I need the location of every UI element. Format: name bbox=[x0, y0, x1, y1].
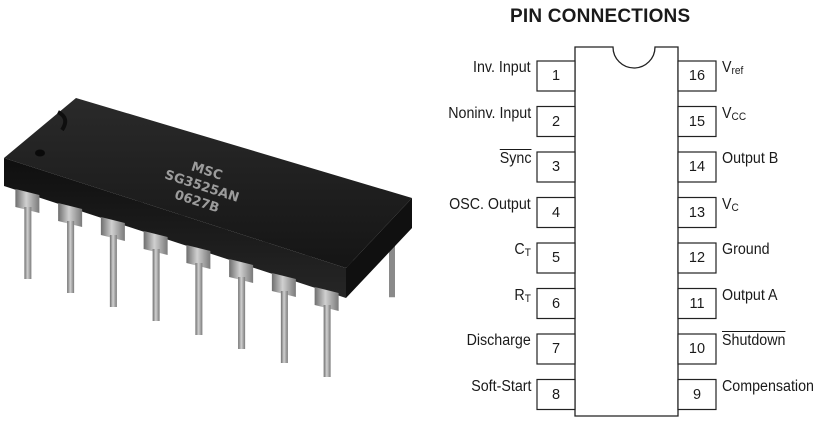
pin-box-12 bbox=[677, 242, 717, 274]
pin-box-10 bbox=[677, 333, 717, 365]
pin-number-4: 4 bbox=[551, 204, 561, 221]
pin-number-7: 7 bbox=[551, 341, 561, 357]
pin-box-11 bbox=[677, 287, 717, 320]
chip-front-pin bbox=[186, 245, 211, 335]
chip-front-pin bbox=[143, 231, 168, 321]
pin-box-5 bbox=[536, 242, 576, 274]
pin-label-12: Ground bbox=[722, 241, 770, 258]
pin-label-3: Sync bbox=[499, 150, 531, 167]
chip-front-pin bbox=[229, 259, 254, 349]
pin-box-14 bbox=[677, 151, 717, 183]
pin1-dot bbox=[35, 149, 45, 157]
chip-front-pin bbox=[314, 287, 339, 377]
pin-number-15: 15 bbox=[688, 113, 706, 130]
pin-box-6 bbox=[536, 287, 576, 320]
pin-box-8 bbox=[536, 378, 576, 411]
pin-label-2: Noninv. Input bbox=[448, 104, 531, 122]
chip-back-pin bbox=[389, 239, 395, 298]
pin-box-13 bbox=[677, 196, 717, 229]
pin-label-7: Discharge bbox=[466, 332, 531, 349]
pin-label-10: Shutdown bbox=[722, 332, 786, 349]
chip-front-pin bbox=[271, 273, 296, 363]
pin-box-9 bbox=[677, 378, 717, 411]
pin-label-4: OSC. Output bbox=[449, 195, 531, 213]
chip-front-pin bbox=[15, 189, 40, 279]
pin-number-11: 11 bbox=[689, 295, 705, 312]
pin-box-2 bbox=[536, 105, 576, 138]
pin-label-14: Output B bbox=[722, 150, 779, 167]
pin-label-15: VCC bbox=[722, 104, 747, 123]
pin-label-1: Inv. Input bbox=[473, 59, 531, 76]
pin-label-8: Soft-Start bbox=[470, 377, 531, 395]
chip-side-face bbox=[4, 158, 346, 298]
pin-number-14: 14 bbox=[688, 159, 706, 175]
diagram-title: PIN CONNECTIONS bbox=[510, 6, 691, 27]
pin-label-11: Output A bbox=[722, 286, 778, 304]
pin-number-13: 13 bbox=[688, 204, 706, 221]
pin-box-3 bbox=[536, 151, 576, 183]
pin-label-6: RT bbox=[514, 286, 531, 305]
pin-box-16 bbox=[677, 60, 717, 92]
pin-number-6: 6 bbox=[551, 295, 561, 312]
pin-label-9: Compensation bbox=[722, 377, 814, 395]
pin-number-5: 5 bbox=[551, 250, 561, 266]
pin-number-8: 8 bbox=[551, 386, 561, 403]
pin-label-16: Vref bbox=[722, 59, 744, 77]
pin-number-1: 1 bbox=[551, 68, 561, 84]
chip-top-face bbox=[4, 98, 412, 268]
chip-illustration: MSC SG3525AN 0627B bbox=[4, 98, 412, 377]
pin-label-5: CT bbox=[514, 241, 531, 259]
pin-number-2: 2 bbox=[551, 113, 561, 130]
pin-number-10: 10 bbox=[688, 341, 706, 357]
pinout-lines bbox=[536, 46, 717, 417]
ic-outline bbox=[574, 46, 679, 417]
pin-number-3: 3 bbox=[551, 159, 561, 175]
pin-box-7 bbox=[536, 333, 576, 365]
pin-number-16: 16 bbox=[688, 68, 706, 84]
chip-photo: MSC SG3525AN 0627B bbox=[0, 80, 430, 400]
pin-box-4 bbox=[536, 196, 576, 229]
chip-front-pin bbox=[100, 217, 125, 307]
pin-number-12: 12 bbox=[688, 250, 706, 266]
pin-label-13: VC bbox=[722, 195, 739, 214]
pin-number-9: 9 bbox=[692, 386, 702, 403]
chip-front-pin bbox=[58, 203, 83, 293]
pin-box-1 bbox=[536, 60, 576, 92]
pin-box-15 bbox=[677, 105, 717, 138]
